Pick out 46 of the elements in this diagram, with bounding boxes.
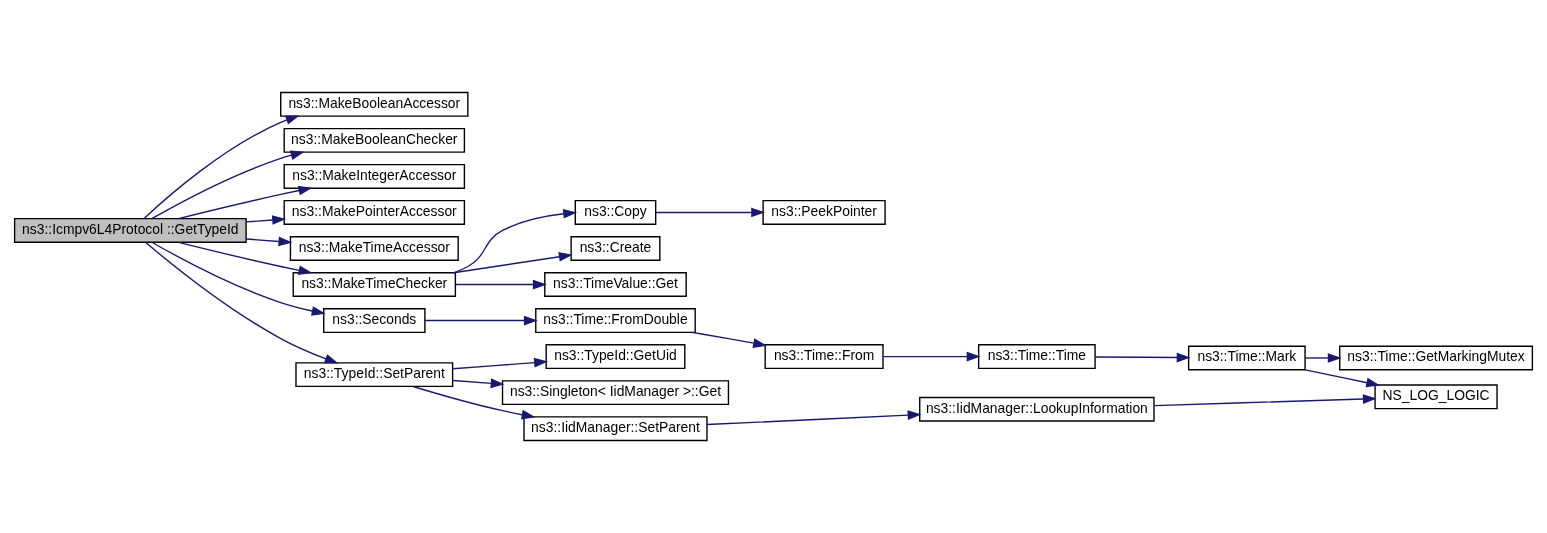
node-box: ns3::MakePointerAccessor	[283, 199, 466, 225]
arrow	[691, 331, 767, 348]
arrow	[452, 378, 505, 389]
arrow	[455, 279, 547, 290]
arrow	[245, 215, 287, 225]
arrow	[143, 115, 300, 220]
node-box: ns3::Time::FromDouble	[535, 308, 696, 334]
node-box: ns3::TypeId::GetUid	[545, 344, 686, 370]
node-box: ns3::Copy	[574, 199, 657, 225]
arrow	[882, 351, 981, 362]
node-box: ns3::TimeValue::Get	[544, 272, 687, 297]
node-box: ns3::Time::GetMarkingMutex	[1339, 345, 1534, 371]
arrow	[151, 241, 326, 316]
node-box: ns3::MakeIntegerAccessor	[283, 163, 466, 189]
arrow	[706, 410, 922, 426]
node-box: ns3::Time::Mark	[1187, 345, 1306, 371]
arrow	[1304, 369, 1381, 388]
arrow	[655, 207, 766, 218]
arrow	[424, 315, 538, 326]
node-box: ns3::Seconds	[323, 308, 426, 334]
node-box: ns3::Singleton< IidManager >::Get	[501, 380, 730, 406]
arrow	[145, 241, 339, 364]
node-box: ns3::MakeBooleanChecker	[283, 127, 466, 153]
node-box: ns3::PeekPointer	[762, 199, 886, 225]
arrow	[1304, 353, 1342, 363]
node-box: ns3::Time::From	[764, 344, 884, 370]
arrow	[1153, 394, 1377, 407]
node-box: ns3::Icmpv6L4Protocol ::GetTypeId	[13, 218, 247, 243]
node-box: ns3::Create	[570, 236, 661, 261]
node-box: ns3::MakeBooleanAccessor	[280, 91, 469, 117]
arrow	[177, 241, 313, 276]
arrow	[452, 357, 549, 370]
arrow	[1094, 352, 1191, 363]
node-box: ns3::MakeTimeAccessor	[289, 236, 459, 261]
arrow	[412, 385, 536, 420]
arrow	[453, 252, 573, 274]
node-box: ns3::IidManager::SetParent	[523, 416, 708, 442]
arrow	[245, 236, 293, 247]
arrow	[453, 208, 578, 274]
node-box: ns3::IidManager::LookupInformation	[919, 396, 1155, 422]
arrow	[151, 150, 305, 220]
node-box: ns3::TypeId::SetParent	[295, 362, 454, 388]
node-box: ns3::MakeTimeChecker	[292, 272, 457, 297]
node-box: NS_LOG_LOGIC	[1374, 384, 1498, 410]
arrow	[177, 185, 313, 220]
node-box: ns3::Time::Time	[977, 344, 1096, 370]
